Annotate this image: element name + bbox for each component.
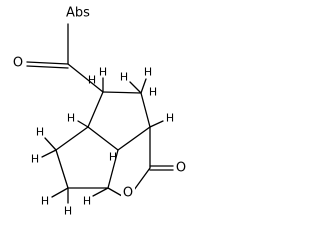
h-label: H: [149, 86, 157, 99]
bond-cocl-ring: [67, 63, 104, 93]
h-stick: [140, 78, 147, 94]
bond-r4: [87, 126, 119, 151]
lactone-carbonyl-oxygen-atom: O: [176, 161, 186, 176]
abs-stereo-label: Abs: [66, 6, 90, 21]
h-stick: [92, 187, 109, 197]
h-label: H: [88, 74, 96, 87]
bond-r2: [140, 92, 151, 128]
h-label: H: [144, 66, 152, 79]
h-label: H: [67, 112, 75, 125]
ring-oxygen-atom: O: [123, 186, 133, 201]
bond-l1: [55, 126, 89, 151]
h-stick: [129, 81, 142, 94]
h-label: H: [166, 112, 174, 125]
bond-lac1: [107, 187, 123, 197]
h-stick: [41, 149, 57, 158]
bond-l4: [107, 149, 119, 189]
h-stick: [44, 137, 57, 151]
h-label: H: [120, 71, 128, 84]
h-label: H: [41, 195, 49, 208]
h-stick: [51, 187, 69, 198]
h-label: H: [64, 205, 72, 218]
h-label: H: [31, 153, 39, 166]
bond-r5: [87, 91, 104, 128]
atom-labels: Abs Cl O O O: [11, 6, 188, 201]
h-label: H: [83, 195, 91, 208]
bond-l2: [55, 149, 69, 189]
bond-lac2: [133, 167, 151, 191]
structure-diagram: Abs Cl O O O H H H H H H H H H H H H H: [11, 6, 188, 218]
hydrogen-bonds: [41, 77, 164, 204]
acyl-oxygen-atom: O: [13, 56, 23, 71]
bond-lines: [26, 23, 174, 197]
bond-r3: [117, 126, 151, 151]
h-label: H: [109, 151, 117, 164]
bond-r1: [102, 91, 142, 94]
bond-c-o-double-b: [26, 65, 69, 69]
chlorine-atom: Cl: [62, 7, 74, 21]
h-label: H: [36, 126, 44, 139]
h-label: H: [99, 66, 107, 79]
bond-c-o-double-a: [26, 61, 69, 65]
h-stick: [77, 120, 89, 128]
hydrogen-labels: H H H H H H H H H H H H H: [31, 66, 174, 218]
h-stick: [149, 120, 164, 128]
